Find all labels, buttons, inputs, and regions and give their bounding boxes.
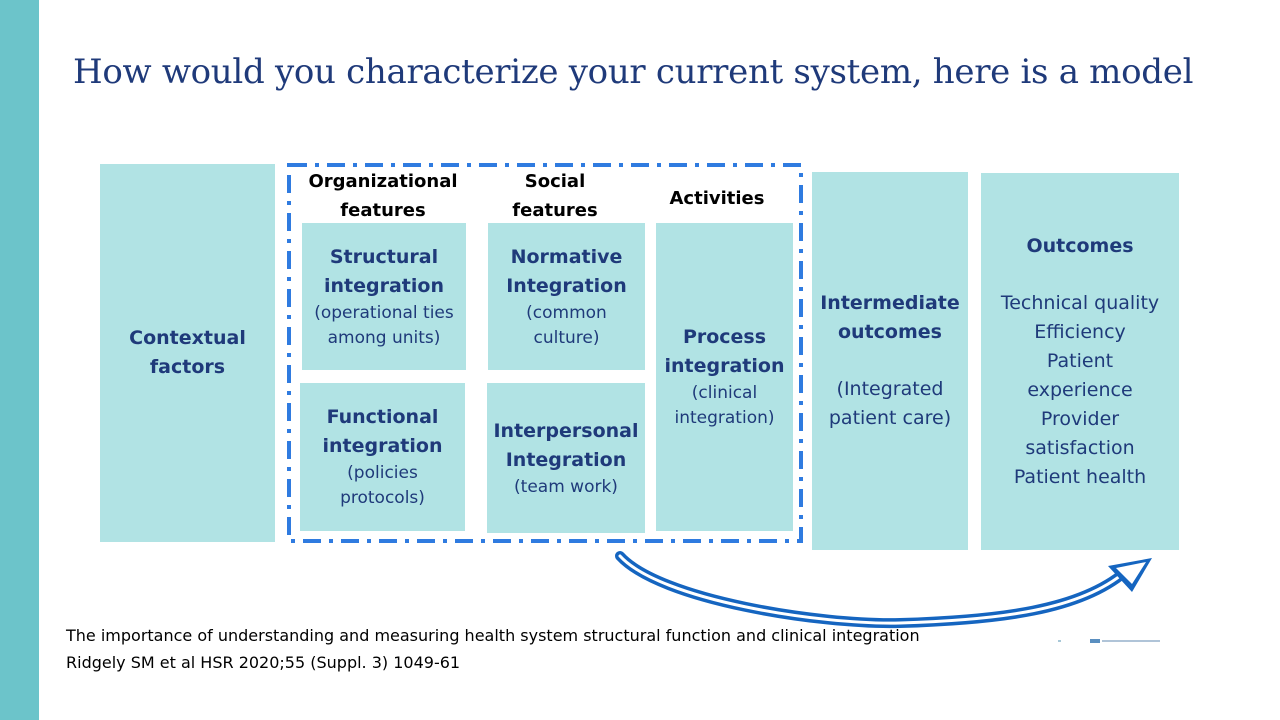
social-header-line1: Social [524, 171, 586, 192]
intermediate-sub-line2: patient care) [828, 407, 952, 429]
functional-sub-line2: protocols) [340, 488, 425, 508]
outcome-item-patient-health: Patient health [1013, 465, 1147, 488]
organizational-header-line2: features [340, 200, 426, 221]
curved-arrow-icon [615, 551, 1152, 629]
normative-sub-line1: (common [526, 302, 607, 323]
contextual-factors-box: Contextual factors [100, 164, 275, 542]
outcome-item-technical-quality: Technical quality [1000, 291, 1160, 314]
outcome-item-efficiency: Efficiency [1034, 320, 1126, 343]
interpersonal-title-line2: Integration [505, 448, 627, 471]
contextual-factors-line1: Contextual [129, 327, 246, 349]
functional-title-line1: Functional [326, 406, 439, 428]
normative-title-line2: Integration [506, 274, 627, 297]
process-integration-box: Process integration (clinical integratio… [656, 223, 793, 531]
organizational-features-header: Organizational features [302, 167, 464, 225]
outcome-item-experience: experience [1027, 378, 1133, 401]
citation-title: The importance of understanding and meas… [66, 626, 920, 645]
process-sub-line1: (clinical [691, 383, 758, 403]
intermediate-title-line1: Intermediate [820, 292, 960, 314]
interpersonal-integration-box: Interpersonal Integration (team work) [487, 383, 645, 533]
intermediate-title-line2: outcomes [838, 321, 942, 343]
outcome-item-patient: Patient [1046, 349, 1114, 372]
interpersonal-title-line1: Interpersonal [493, 419, 639, 442]
outcomes-box: Outcomes Technical quality Efficiency Pa… [981, 173, 1179, 550]
functional-title-line2: integration [322, 435, 443, 457]
structural-title-line1: Structural [329, 245, 439, 268]
normative-integration-box: Normative Integration (common culture) [488, 223, 645, 370]
interpersonal-sub-line1: (team work) [514, 476, 618, 497]
logo-mark [1058, 639, 1160, 643]
outcomes-title: Outcomes [1026, 234, 1134, 257]
side-accent-bar [0, 0, 39, 720]
structural-sub-line2: among units) [327, 327, 441, 348]
intermediate-sub-line1: (Integrated [836, 378, 944, 400]
slide-title: How would you characterize your current … [73, 52, 1194, 92]
process-title-line2: integration [664, 355, 785, 377]
structural-integration-box: Structural integration (operational ties… [302, 223, 466, 370]
citation-reference: Ridgely SM et al HSR 2020;55 (Suppl. 3) … [66, 653, 461, 672]
functional-sub-line1: (policies [347, 463, 418, 483]
outcome-item-provider: Provider [1040, 407, 1120, 430]
activities-header: Activities [669, 188, 765, 209]
functional-integration-box: Functional integration (policies protoco… [300, 383, 465, 531]
normative-title-line1: Normative [510, 245, 623, 268]
social-header-line2: features [512, 200, 598, 221]
social-features-header: Social features [488, 167, 622, 225]
contextual-factors-line2: factors [149, 356, 226, 378]
process-title-line1: Process [682, 326, 767, 348]
structural-sub-line1: (operational ties [314, 302, 454, 323]
process-sub-line2: integration) [674, 408, 775, 428]
organizational-header-line1: Organizational [308, 171, 458, 192]
outcome-item-satisfaction: satisfaction [1025, 436, 1135, 459]
normative-sub-line2: culture) [533, 327, 600, 348]
structural-title-line2: integration [324, 274, 444, 297]
intermediate-outcomes-box: Intermediate outcomes (Integrated patien… [812, 172, 968, 550]
